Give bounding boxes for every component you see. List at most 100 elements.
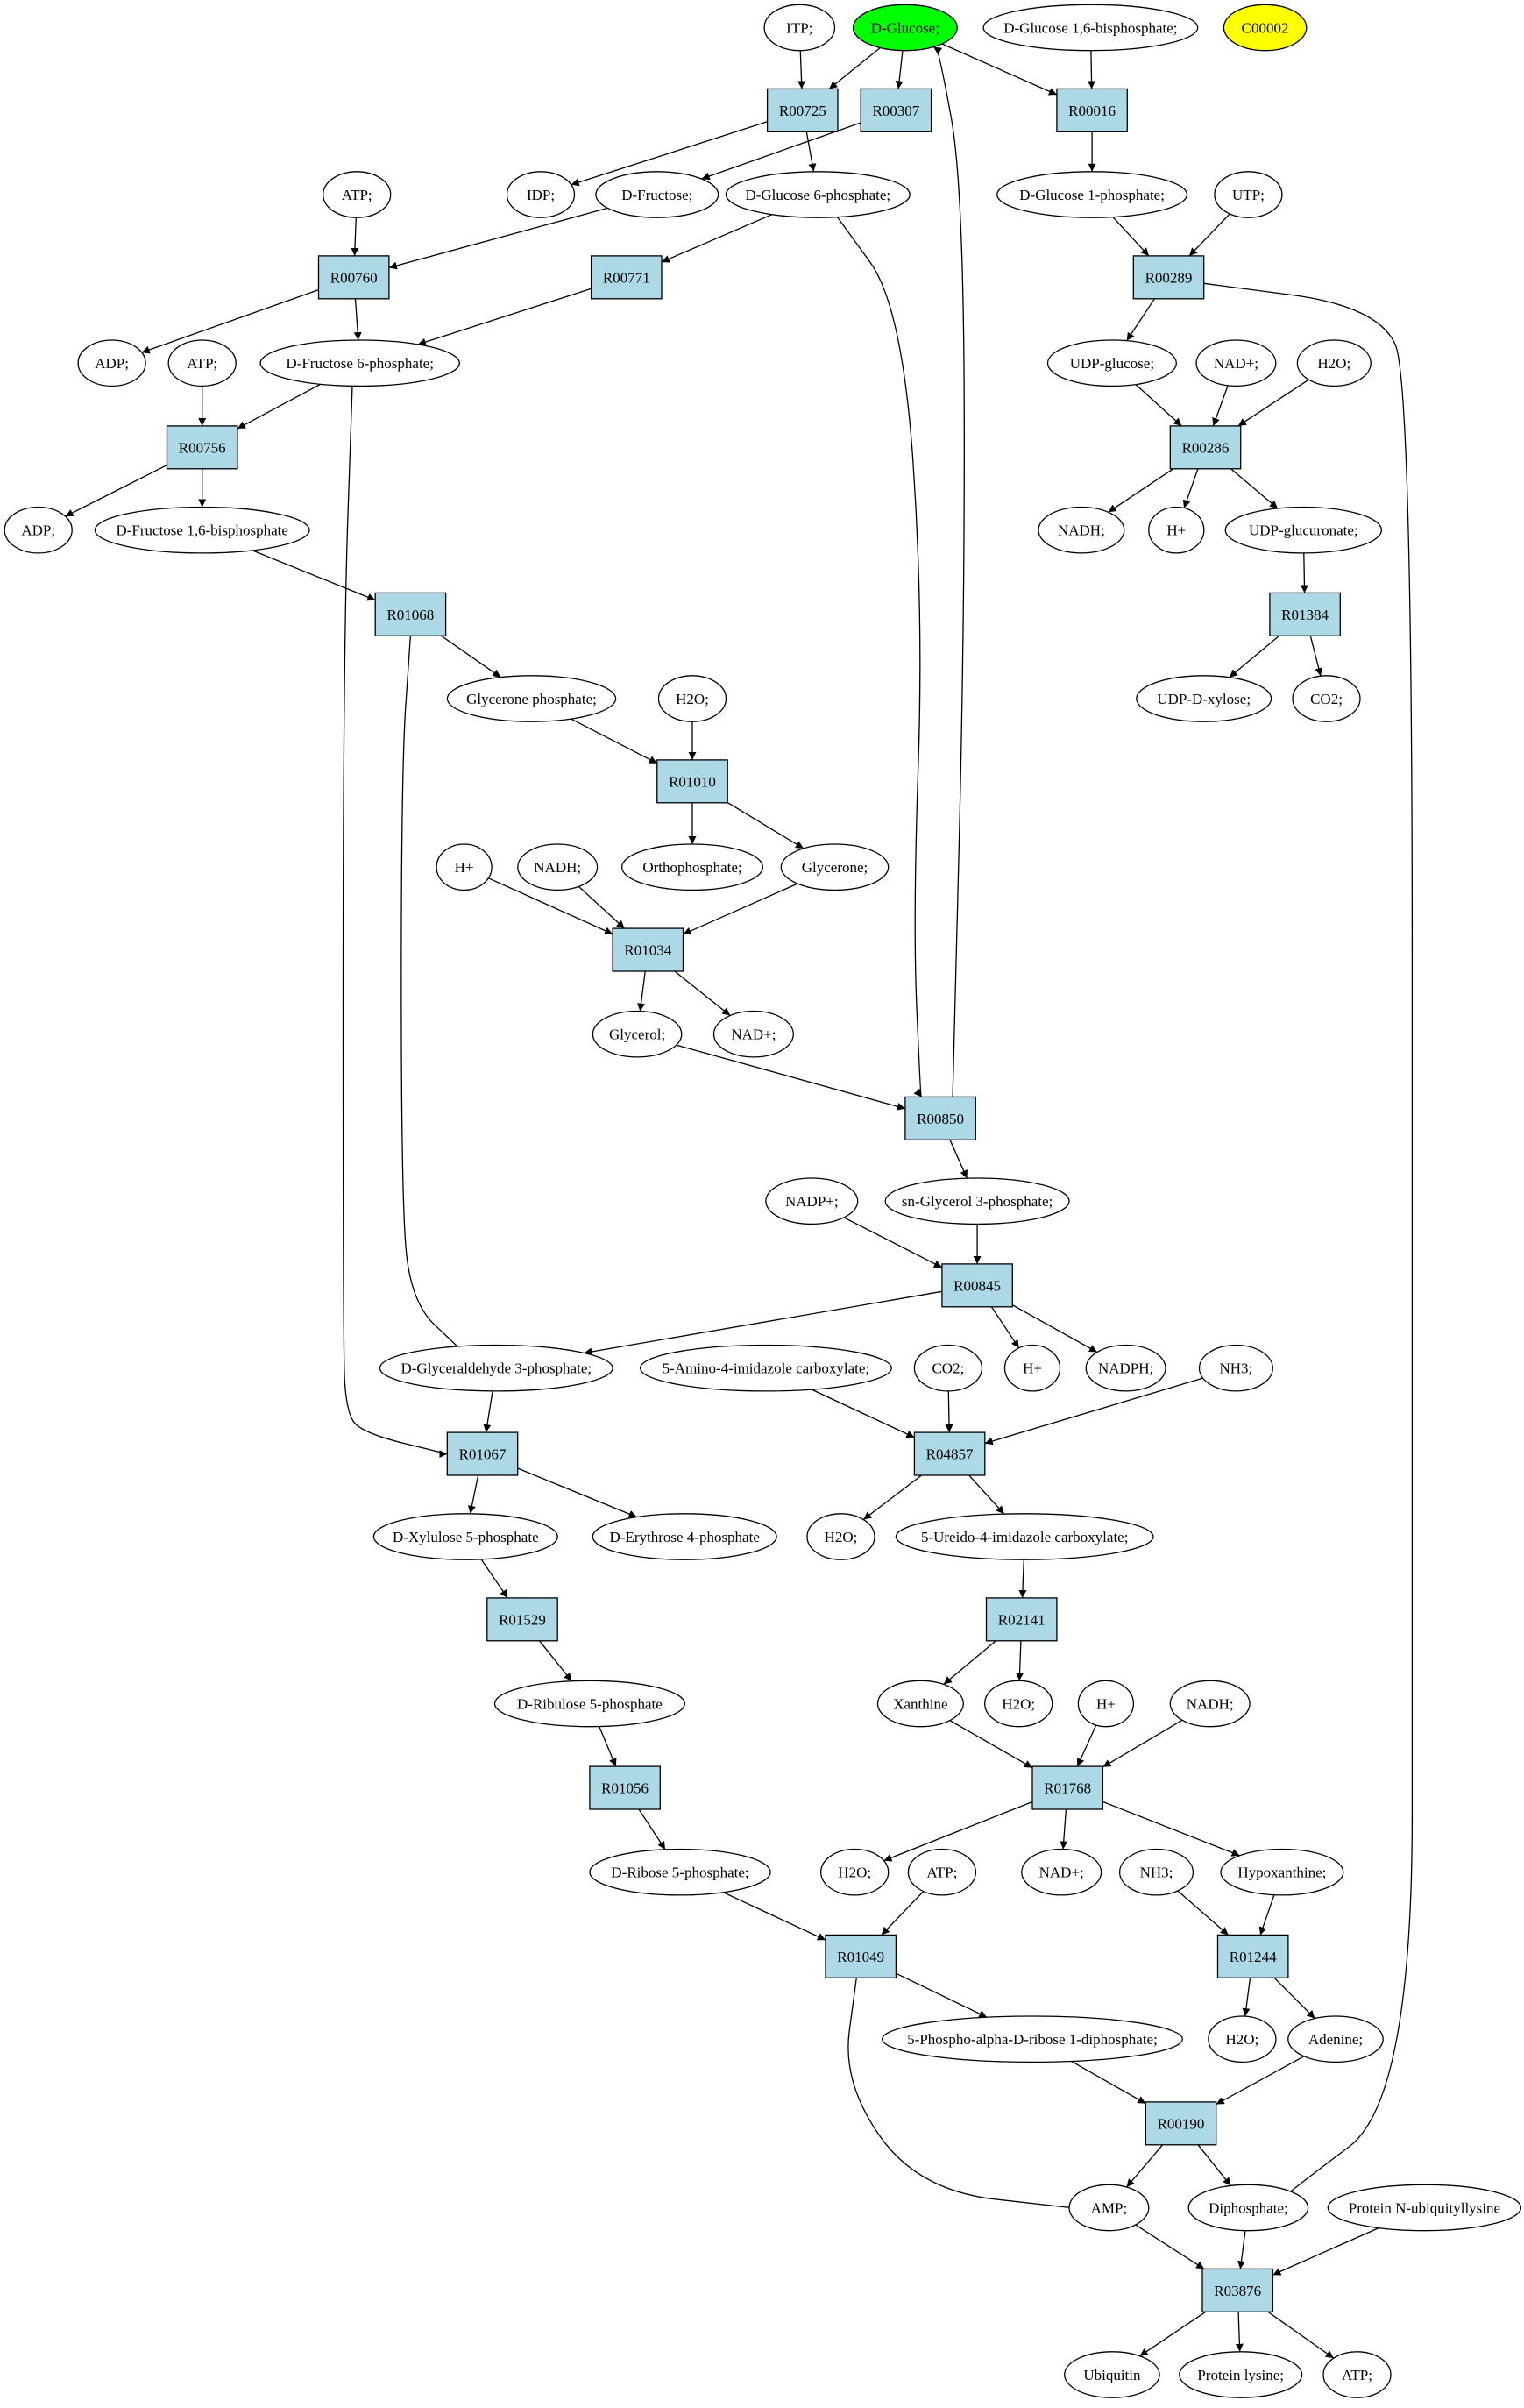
- compound-ellipse: [259, 339, 460, 387]
- compound-node-h2o6[interactable]: H2O;: [1208, 2015, 1277, 2063]
- compound-node-h3[interactable]: H+: [1003, 1344, 1061, 1392]
- compound-node-nad1[interactable]: NAD+;: [1195, 339, 1277, 387]
- compound-node-atp2[interactable]: ATP;: [167, 339, 237, 387]
- compound-node-nadh2[interactable]: NADH;: [517, 843, 599, 891]
- compound-node-glycerol[interactable]: Glycerol;: [592, 1010, 683, 1058]
- compound-node-prpp[interactable]: 5-Phospho-alpha-D-ribose 1-diphosphate;: [882, 2015, 1183, 2063]
- reaction-node-R01034[interactable]: R01034: [612, 927, 684, 972]
- compound-node-co2a[interactable]: CO2;: [1292, 675, 1361, 722]
- compound-node-h2o4[interactable]: H2O;: [984, 1680, 1053, 1728]
- compound-node-pi[interactable]: Orthophosphate;: [620, 843, 764, 891]
- compound-node-pnul[interactable]: Protein N-ubiquityllysine: [1327, 2184, 1522, 2232]
- compound-node-nad3[interactable]: NAD+;: [1021, 1848, 1102, 1896]
- compound-node-g1p[interactable]: D-Glucose 1-phosphate;: [996, 171, 1188, 218]
- compound-node-adp1[interactable]: ADP;: [77, 339, 146, 387]
- compound-node-utp[interactable]: UTP;: [1214, 171, 1283, 218]
- compound-node-amp[interactable]: AMP;: [1068, 2184, 1150, 2232]
- compound-node-udpgluc[interactable]: UDP-glucuronate;: [1224, 506, 1383, 554]
- compound-node-adenine[interactable]: Adenine;: [1287, 2015, 1384, 2063]
- reaction-node-R01056[interactable]: R01056: [589, 1765, 661, 1810]
- reaction-node-R00307[interactable]: R00307: [860, 88, 932, 132]
- compound-node-g6p[interactable]: D-Glucose 6-phosphate;: [725, 171, 911, 218]
- compound-node-adp2[interactable]: ADP;: [4, 506, 73, 554]
- compound-node-dhap[interactable]: Glycerone phosphate;: [446, 675, 617, 722]
- edge-R01034-to-glycerol: [637, 971, 646, 1012]
- reaction-node-R00771[interactable]: R00771: [590, 255, 663, 300]
- reaction-node-R01768[interactable]: R01768: [1031, 1765, 1104, 1810]
- compound-node-gap[interactable]: D-Glyceraldehyde 3-phosphate;: [379, 1344, 613, 1392]
- compound-node-c00002[interactable]: C00002: [1223, 4, 1308, 52]
- compound-node-nadh3[interactable]: NADH;: [1169, 1680, 1251, 1728]
- compound-node-nh3a[interactable]: NH3;: [1198, 1344, 1273, 1392]
- compound-node-plys[interactable]: Protein lysine;: [1179, 2351, 1303, 2398]
- compound-node-ubiq[interactable]: Ubiquitin: [1064, 2351, 1160, 2398]
- compound-node-atp1[interactable]: ATP;: [323, 171, 392, 218]
- compound-node-nad2[interactable]: NAD+;: [712, 1010, 794, 1058]
- compound-ellipse: [4, 506, 73, 554]
- reaction-label: R00850: [917, 1111, 964, 1127]
- reaction-node-R01384[interactable]: R01384: [1269, 592, 1341, 636]
- compound-node-hypox[interactable]: Hypoxanthine;: [1220, 1848, 1344, 1896]
- reaction-node-R00845[interactable]: R00845: [941, 1263, 1013, 1308]
- compound-ellipse: [372, 1513, 558, 1560]
- compound-ellipse: [493, 1680, 685, 1728]
- compound-node-xu5p[interactable]: D-Xylulose 5-phosphate: [372, 1513, 558, 1560]
- reaction-node-R04857[interactable]: R04857: [913, 1431, 986, 1476]
- compound-node-h2o5[interactable]: H2O;: [820, 1848, 890, 1896]
- reaction-node-R01067[interactable]: R01067: [446, 1431, 519, 1476]
- compound-node-udpxyl[interactable]: UDP-D-xylose;: [1136, 675, 1272, 722]
- compound-ellipse: [1198, 1344, 1273, 1392]
- compound-node-ppi[interactable]: Diphosphate;: [1187, 2184, 1309, 2232]
- reaction-node-R00850[interactable]: R00850: [904, 1096, 976, 1140]
- reaction-node-R02141[interactable]: R02141: [985, 1597, 1058, 1642]
- reaction-node-R03876[interactable]: R03876: [1201, 2268, 1274, 2312]
- reaction-node-R01529[interactable]: R01529: [486, 1597, 558, 1642]
- compound-node-udpglc[interactable]: UDP-glucose;: [1046, 339, 1177, 387]
- compound-node-g3p[interactable]: sn-Glycerol 3-phosphate;: [884, 1177, 1070, 1225]
- compound-node-h2o1[interactable]: H2O;: [1296, 339, 1372, 387]
- compound-node-h1[interactable]: H+: [1148, 506, 1205, 554]
- compound-node-h4[interactable]: H+: [1077, 1680, 1135, 1728]
- reaction-node-R01068[interactable]: R01068: [374, 592, 447, 636]
- compound-node-co2b[interactable]: CO2;: [913, 1344, 983, 1392]
- compound-node-h2o3[interactable]: H2O;: [806, 1513, 875, 1560]
- compound-node-h2o2[interactable]: H2O;: [657, 675, 727, 722]
- compound-node-ru5p[interactable]: D-Ribulose 5-phosphate: [493, 1680, 685, 1728]
- reaction-box: [612, 927, 684, 972]
- reaction-node-R00190[interactable]: R00190: [1145, 2101, 1217, 2146]
- compound-node-h2[interactable]: H+: [436, 843, 493, 891]
- compound-node-fructose[interactable]: D-Fructose;: [595, 171, 719, 218]
- compound-node-atp4[interactable]: ATP;: [1322, 2351, 1392, 2398]
- edge-R00850-to-glucose: [932, 46, 965, 1097]
- reaction-node-R00725[interactable]: R00725: [766, 88, 839, 132]
- compound-node-aica[interactable]: 5-Amino-4-imidazole carboxylate;: [639, 1344, 892, 1392]
- reaction-node-R00286[interactable]: R00286: [1169, 425, 1242, 470]
- compound-node-glycerone[interactable]: Glycerone;: [780, 843, 890, 891]
- compound-ellipse: [1118, 1848, 1194, 1896]
- compound-node-nh3b[interactable]: NH3;: [1118, 1848, 1194, 1896]
- compound-node-xanthine[interactable]: Xanthine: [876, 1680, 964, 1728]
- compound-node-nadp[interactable]: NADP+;: [765, 1177, 859, 1225]
- compound-node-itp[interactable]: ITP;: [763, 4, 836, 52]
- compound-node-f6p[interactable]: D-Fructose 6-phosphate;: [259, 339, 460, 387]
- compound-node-glucose[interactable]: D-Glucose;: [852, 4, 958, 52]
- compound-node-uica[interactable]: 5-Ureido-4-imidazole carboxylate;: [895, 1513, 1154, 1560]
- reaction-node-R00289[interactable]: R00289: [1132, 255, 1205, 300]
- compound-ellipse: [167, 339, 237, 387]
- reaction-node-R00760[interactable]: R00760: [317, 255, 390, 300]
- compound-node-idp[interactable]: IDP;: [506, 171, 576, 218]
- compound-node-nadh1[interactable]: NADH;: [1038, 506, 1125, 554]
- reaction-node-R00016[interactable]: R00016: [1056, 88, 1128, 132]
- compound-node-g16bp[interactable]: D-Glucose 1,6-bisphosphate;: [982, 4, 1199, 52]
- reaction-node-R01010[interactable]: R01010: [656, 759, 728, 804]
- compound-node-atp3[interactable]: ATP;: [907, 1848, 977, 1896]
- reaction-node-R00756[interactable]: R00756: [166, 425, 238, 470]
- compound-node-nadph[interactable]: NADPH;: [1085, 1344, 1166, 1392]
- reaction-box: [166, 425, 238, 470]
- compound-node-e4p[interactable]: D-Erythrose 4-phosphate: [592, 1513, 777, 1560]
- compound-node-r5p[interactable]: D-Ribose 5-phosphate;: [589, 1848, 771, 1896]
- reaction-node-R01049[interactable]: R01049: [825, 1934, 897, 1978]
- compound-node-f16bp[interactable]: D-Fructose 1,6-bisphosphate: [94, 506, 310, 554]
- reaction-node-R01244[interactable]: R01244: [1216, 1934, 1289, 1978]
- compound-label: UTP;: [1232, 187, 1265, 203]
